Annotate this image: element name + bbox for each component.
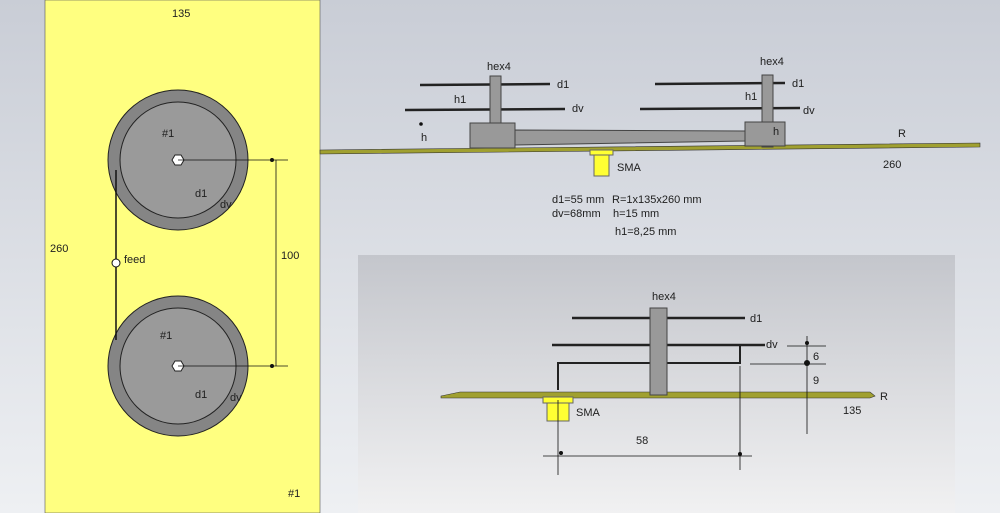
label: dv [220,199,232,211]
label: dv [230,392,242,404]
spacing-label: 100 [281,250,299,262]
sma-connector [589,149,614,156]
detail-view: SMA hex4 d1 dv 6 9 R 135 58 [358,255,955,513]
label: h [773,126,779,138]
label: 260 [883,159,901,171]
specifications: d1=55 mm dv=68mm R=1x135x260 mm h=15 mm … [552,194,702,238]
top-view: 135 260 #1 #1 d1 dv #1 d1 dv feed 100 [44,0,321,513]
label: d1 [792,78,804,90]
label: d1 [557,79,569,91]
label: 9 [813,375,819,387]
label: dv [766,339,778,351]
label: h [421,132,427,144]
label: d1=55 mm [552,194,604,206]
label: dv=68mm [552,208,601,220]
label: hex4 [760,56,784,68]
label: h=15 mm [613,208,659,220]
label: dv [572,103,584,115]
left-margin [0,0,45,513]
label: #1 [160,330,172,342]
label: hex4 [487,61,511,73]
feed-label: feed [124,254,145,266]
label: h1 [745,91,757,103]
side-view: SMA hex4 hex4 d1 d1 dv dv h1 h1 h h R 26… [319,56,981,177]
label: dv [803,105,815,117]
label: d1 [195,188,207,200]
label: d1 [195,389,207,401]
label: hex4 [652,291,676,303]
spacing-dimension [178,159,288,367]
height-label: 260 [50,243,68,255]
sma-label: SMA [617,162,642,174]
label: R [880,391,888,403]
board-label: #1 [288,488,300,500]
label: 58 [636,435,648,447]
feed-point-icon [111,258,121,268]
label: 6 [813,351,819,363]
label: R [898,128,906,140]
label: SMA [576,407,601,419]
width-label: 135 [172,8,190,20]
label: d1 [750,313,762,325]
label: h1 [454,94,466,106]
label: h1=8,25 mm [615,226,676,238]
label: R=1x135x260 mm [612,194,702,206]
label: 135 [843,405,861,417]
label: #1 [162,128,174,140]
